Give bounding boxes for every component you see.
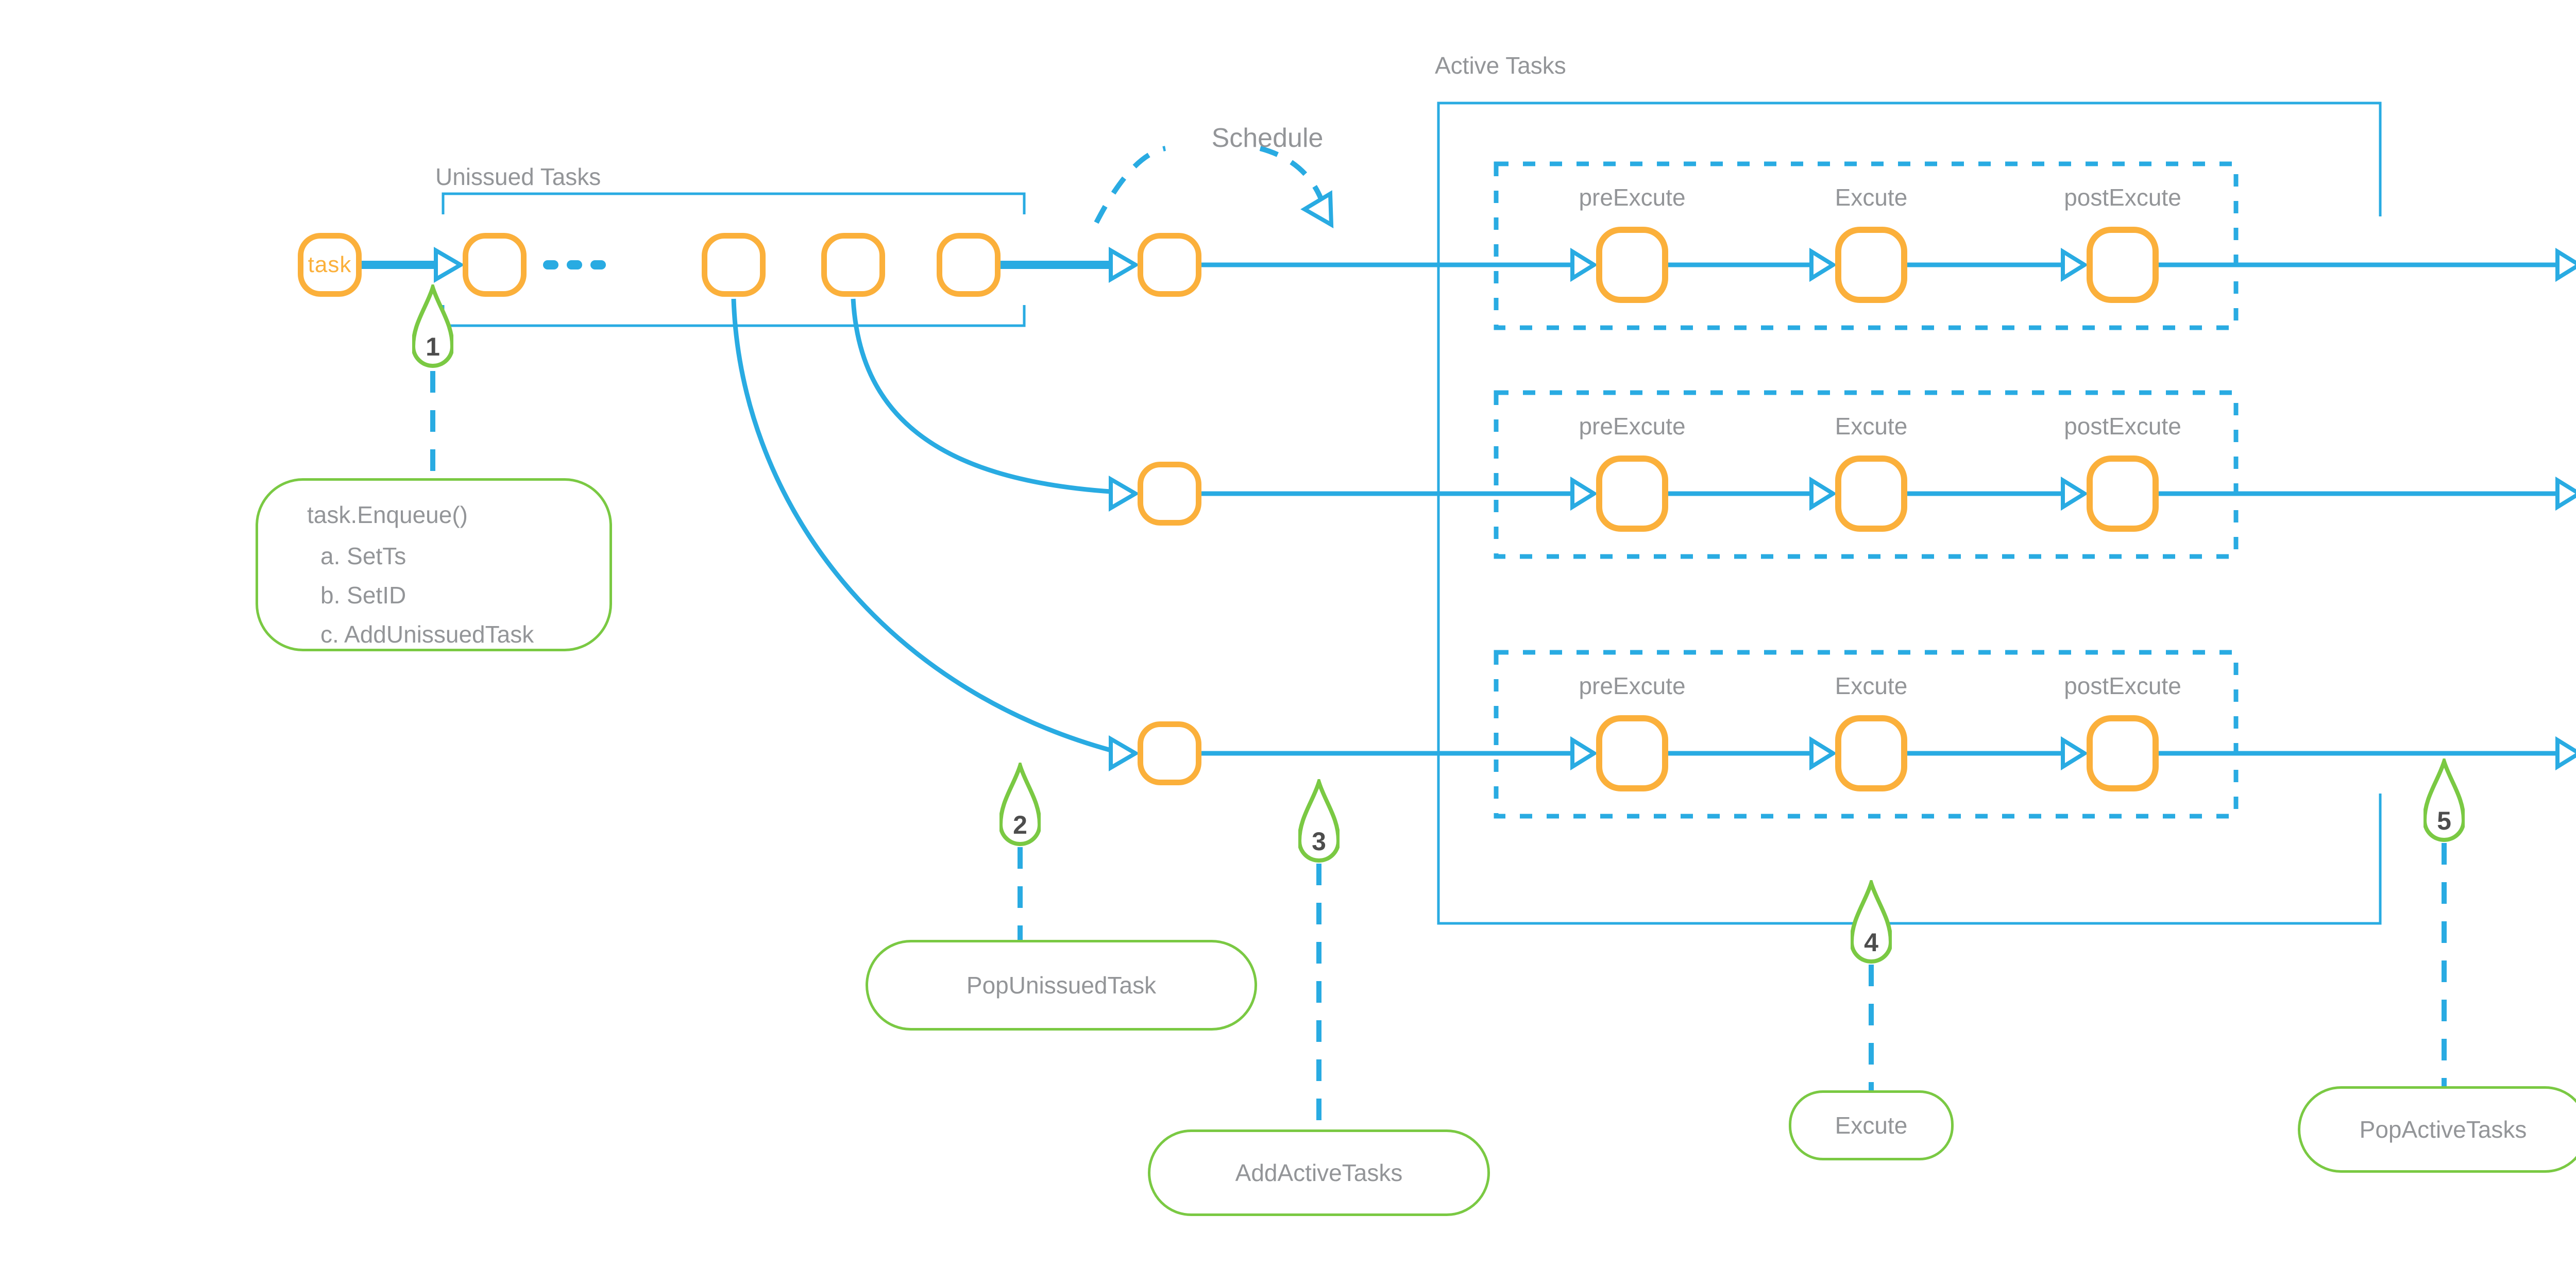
post-excute-label-row1: postExcute	[2064, 184, 2181, 211]
active-row-box-1	[1494, 161, 2239, 330]
schedule-arc-left	[1094, 146, 1166, 224]
teardrop-icon	[999, 763, 1041, 846]
arrowhead-icon	[1570, 247, 1598, 282]
pre-excute-node-row1	[1596, 227, 1668, 303]
callout-task-enqueue	[256, 478, 612, 651]
callout-excute: Excute	[1789, 1090, 1954, 1160]
unissued-tasks-label: Unissued Tasks	[435, 163, 601, 190]
excute-node-row3	[1835, 715, 1907, 791]
dispatch-curve-to-row3	[731, 298, 1112, 753]
excute-label-row1: Excute	[1835, 184, 1908, 211]
ellipsis-dot-icon	[543, 260, 558, 269]
dispatch-curve-to-row2	[851, 298, 1111, 494]
teardrop-icon	[1851, 880, 1892, 964]
arrowhead-icon	[2555, 736, 2576, 771]
excute-label-row3: Excute	[1835, 672, 1908, 699]
pre-excute-label-row1: preExcute	[1579, 184, 1686, 211]
arrowhead-icon	[2555, 247, 2576, 282]
marker-number: 5	[2437, 806, 2451, 835]
post-excute-label-row3: postExcute	[2064, 672, 2181, 699]
arrowhead-icon	[2555, 476, 2576, 511]
marker-number: 1	[426, 332, 440, 361]
marker-pin-5: 5	[2424, 758, 2465, 845]
schedule-label: Schedule	[1211, 123, 1324, 153]
arrowhead-icon	[2061, 247, 2089, 282]
marker-number: 4	[1864, 928, 1878, 957]
callout-add-active-tasks: AddActiveTasks	[1148, 1129, 1490, 1216]
pre-excute-node-row2	[1596, 456, 1668, 532]
ellipsis-dot-icon	[590, 260, 606, 269]
arrowhead-icon	[1109, 476, 1140, 512]
task-node: task	[298, 233, 362, 297]
callout-pop-unissued-task: PopUnissuedTask	[866, 940, 1257, 1031]
arrowhead-icon	[1809, 247, 1837, 282]
arrowhead-icon	[1109, 247, 1140, 283]
marker-pin-2: 2	[999, 763, 1041, 849]
excute-node-row1	[1835, 227, 1907, 303]
marker-pin-4: 4	[1851, 880, 1892, 967]
schedule-arrowhead-icon	[1300, 190, 1334, 229]
ellipsis-dot-icon	[567, 260, 582, 269]
schedule-node-row3	[1138, 721, 1201, 785]
teardrop-icon	[2424, 758, 2465, 842]
active-tasks-bracket	[1437, 102, 2382, 925]
callout-enqueue-item-b: b. SetID	[320, 582, 406, 609]
queue-node-4	[937, 233, 1001, 297]
arrowhead-icon	[2061, 736, 2089, 771]
post-excute-node-row3	[2087, 715, 2159, 791]
arrowheads	[434, 247, 2576, 771]
schedule-arc-right	[1259, 146, 1327, 208]
marker-number: 3	[1312, 827, 1326, 856]
active-row-box-2	[1494, 390, 2239, 559]
excute-label-row2: Excute	[1835, 413, 1908, 440]
post-excute-node-row2	[2087, 456, 2159, 532]
arrowhead-icon	[1809, 736, 1837, 771]
pre-excute-node-row3	[1596, 715, 1668, 791]
marker-pin-3: 3	[1298, 779, 1340, 866]
schedule-node-row2	[1138, 462, 1201, 526]
marker-number: 2	[1013, 811, 1027, 839]
callout-enqueue-item-a: a. SetTs	[320, 543, 406, 569]
arrowhead-icon	[1109, 735, 1140, 771]
pre-excute-label-row2: preExcute	[1579, 413, 1686, 440]
arrowhead-icon	[2061, 476, 2089, 511]
unissued-bracket-top	[442, 192, 1026, 214]
excute-node-row2	[1835, 456, 1907, 532]
arrowhead-icon	[434, 247, 465, 283]
pre-excute-label-row3: preExcute	[1579, 672, 1686, 699]
teardrop-icon	[412, 284, 453, 368]
queue-node-2	[702, 233, 766, 297]
marker-connectors	[430, 371, 2447, 1129]
post-excute-label-row2: postExcute	[2064, 413, 2181, 440]
task-node-label: task	[308, 252, 352, 277]
queue-node-3	[821, 233, 885, 297]
callout-enqueue-item-c: c. AddUnissuedTask	[320, 621, 534, 648]
marker-pin-1: 1	[412, 284, 453, 371]
schedule-node-row1	[1138, 233, 1201, 297]
teardrop-icon	[1298, 779, 1340, 863]
arrowhead-icon	[1570, 736, 1598, 771]
callout-pop-active-tasks: PopActiveTasks	[2298, 1086, 2576, 1173]
arrowhead-icon	[1570, 476, 1598, 511]
active-tasks-label: Active Tasks	[1435, 52, 1566, 79]
callout-enqueue-title: task.Enqueue()	[307, 501, 468, 528]
arrowhead-icon	[1809, 476, 1837, 511]
active-row-box-3	[1494, 650, 2239, 819]
queue-node-1	[463, 233, 527, 297]
post-excute-node-row1	[2087, 227, 2159, 303]
